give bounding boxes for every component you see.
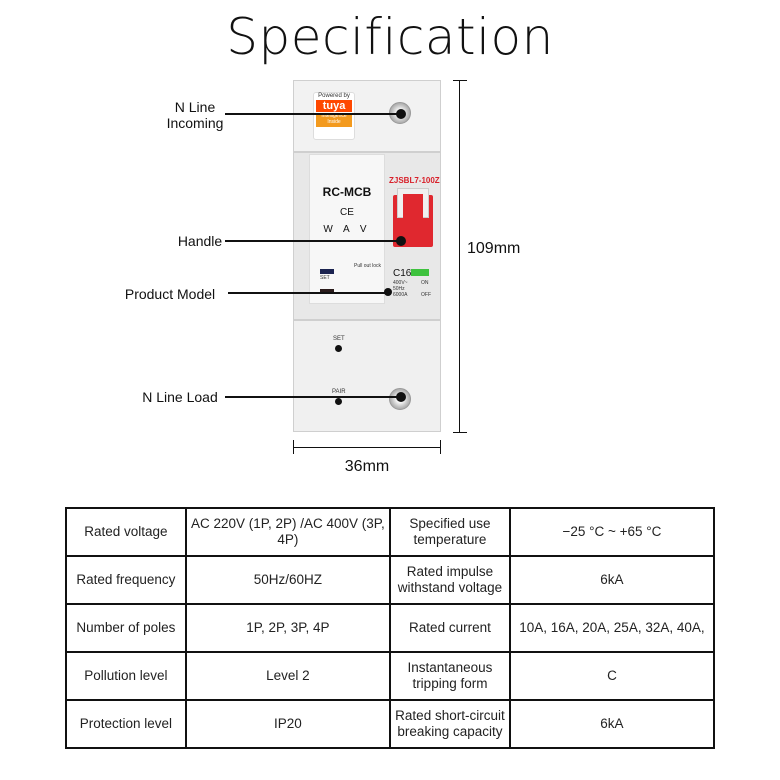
pair-label: PAIR bbox=[332, 389, 346, 395]
width-dimension-line bbox=[293, 447, 441, 448]
spec-label: Specified use temperature bbox=[389, 507, 511, 557]
spec-value: IP20 bbox=[184, 699, 392, 749]
spec-value: 1P, 2P, 3P, 4P bbox=[184, 603, 392, 653]
callout-line bbox=[228, 292, 388, 294]
spec-value: 10A, 16A, 20A, 25A, 32A, 40A, bbox=[508, 603, 716, 653]
page-title: Specification bbox=[226, 8, 554, 66]
set-label-small: SET bbox=[320, 275, 330, 281]
spec-value: −25 °C ~ +65 °C bbox=[508, 507, 716, 557]
ce-mark: CE bbox=[340, 207, 354, 218]
spec-label: Rated short-circuit breaking capacity bbox=[389, 699, 511, 749]
spec-value: 6kA bbox=[508, 555, 716, 605]
callout-dot bbox=[396, 392, 406, 402]
callout-dot bbox=[396, 236, 406, 246]
handle-lever[interactable] bbox=[403, 194, 423, 224]
badge-sub: Intelligence Inside bbox=[316, 113, 352, 127]
on-label: ON bbox=[421, 280, 429, 286]
callout-line bbox=[225, 396, 400, 398]
rating-label: C16 bbox=[393, 268, 412, 279]
width-dimension: 36mm bbox=[344, 458, 390, 475]
set-label: SET bbox=[333, 336, 345, 342]
pair-button[interactable] bbox=[335, 398, 342, 405]
device-type: RC-MCB bbox=[322, 185, 372, 199]
height-dimension: 109mm bbox=[467, 240, 521, 257]
spec-label: Instantaneous tripping form bbox=[389, 651, 511, 701]
callout-dot bbox=[396, 109, 406, 119]
device-specs: 400V~ 50Hz 6000A bbox=[393, 280, 408, 298]
badge-brand: tuya bbox=[316, 100, 352, 112]
callout-handle: Handle bbox=[177, 233, 223, 249]
spec-value: AC 220V (1P, 2P) /AC 400V (3P, 4P) bbox=[184, 507, 392, 557]
callout-line bbox=[225, 113, 400, 115]
front-cover: RC-MCB CE W A V Pull out lock SET bbox=[309, 154, 385, 304]
dim-tick bbox=[440, 440, 441, 454]
model-label: ZJSBL7-100Z bbox=[389, 176, 440, 185]
dim-tick bbox=[453, 80, 467, 81]
spec-value: C bbox=[508, 651, 716, 701]
spec-value: Level 2 bbox=[184, 651, 392, 701]
green-indicator bbox=[411, 269, 429, 276]
pair-indicator bbox=[320, 289, 334, 294]
spec-label: Rated impulse withstand voltage bbox=[389, 555, 511, 605]
callout-product-model: Product Model bbox=[124, 286, 216, 302]
callout-n-line-load: N Line Load bbox=[142, 389, 218, 405]
device-bottom bbox=[293, 320, 441, 432]
set-indicator bbox=[320, 269, 334, 274]
spec-value: 6kA bbox=[508, 699, 716, 749]
tuya-badge: Powered by tuya Intelligence Inside bbox=[313, 92, 355, 140]
dim-tick bbox=[453, 432, 467, 433]
badge-powered: Powered by bbox=[318, 93, 350, 99]
off-label: OFF bbox=[421, 292, 431, 298]
spec-value: 50Hz/60HZ bbox=[184, 555, 392, 605]
spec-label: Protection level bbox=[65, 699, 187, 749]
spec-label: Pollution level bbox=[65, 651, 187, 701]
spec-label: Rated frequency bbox=[65, 555, 187, 605]
spec-label: Rated voltage bbox=[65, 507, 187, 557]
breaker-device: Powered by tuya Intelligence Inside RC-M… bbox=[293, 80, 441, 432]
callout-line bbox=[225, 240, 400, 242]
pull-text: Pull out lock bbox=[354, 263, 381, 269]
spec-label: Number of poles bbox=[65, 603, 187, 653]
callout-n-line-incoming: N Line Incoming bbox=[166, 99, 224, 131]
spec-label: Rated current bbox=[389, 603, 511, 653]
set-button[interactable] bbox=[335, 345, 342, 352]
callout-dot bbox=[384, 288, 392, 296]
wav-icons: W A V bbox=[323, 224, 371, 235]
height-dimension-line bbox=[459, 80, 460, 432]
